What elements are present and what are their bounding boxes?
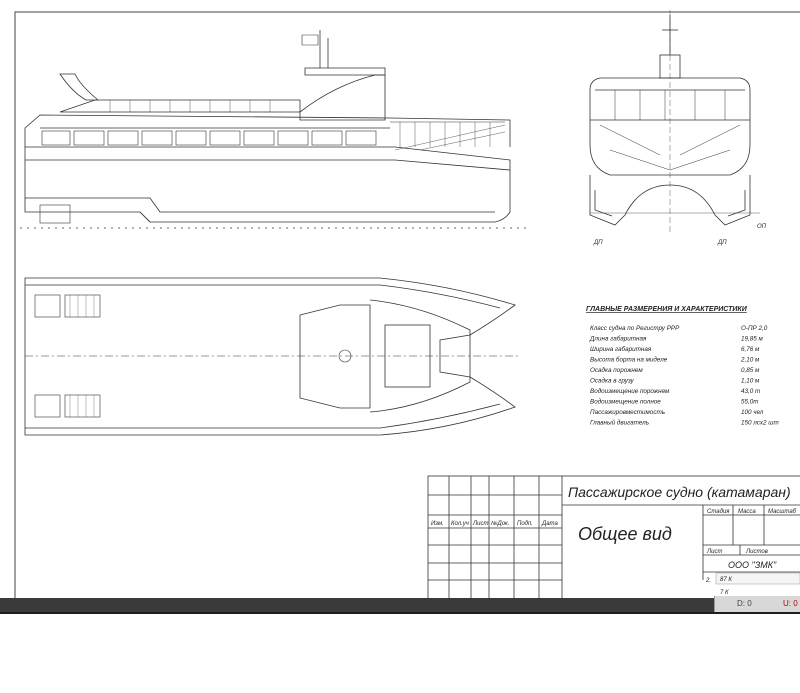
sheet-label: Лист (706, 549, 722, 555)
spec-label: Водоизмещение порожнем (590, 387, 670, 395)
side-view (20, 30, 530, 229)
status-u-value: U: 0 (783, 599, 798, 608)
sheets-label: Листов (745, 549, 768, 555)
status-bar (0, 598, 800, 614)
project-title: Пассажирское судно (катамаран) (568, 484, 791, 500)
status-d-value: D: 0 (737, 599, 752, 608)
rev-header: Лист (472, 521, 488, 527)
spec-label: Осадка в грузу (590, 377, 635, 385)
rev-header: Изм. (431, 521, 444, 527)
spec-label: Ширина габаритная (590, 345, 652, 353)
rev-header: Дата (541, 521, 558, 527)
sheet-frame (14, 11, 800, 600)
spec-label: Главный двигатель (590, 419, 649, 427)
status-panel: D: 0 U: 0 (714, 596, 800, 612)
col-stage: Стадия (707, 509, 730, 515)
spec-value: 19,85 м (741, 336, 764, 343)
col-scale: Масштаб (768, 509, 797, 515)
title-block (427, 475, 800, 600)
spec-value: 55,0т (741, 399, 759, 406)
waterline-label-right: ОП (757, 224, 767, 230)
ship-drawing: ДП ДП ОП ГЛАВНЫЕ РАЗМЕРЕНИЯ И ХАРАКТЕРИС… (14, 10, 800, 600)
spec-value: 6,76 м (741, 346, 760, 353)
rev-header: Подп. (517, 521, 533, 527)
spec-label: Длина габаритная (589, 335, 647, 343)
spec-value: 150 лсх2 шт (741, 420, 779, 427)
tooltip-row1: 87 К (720, 577, 732, 583)
spec-value: 100 чел (741, 409, 764, 416)
plan-view (24, 277, 520, 436)
spec-value: 1,10 м (741, 378, 760, 385)
specs-table: ГЛАВНЫЕ РАЗМЕРЕНИЯ И ХАРАКТЕРИСТИКИ Клас… (586, 306, 779, 427)
front-view (589, 10, 760, 235)
rev-header: №Док. (491, 520, 510, 527)
blank-area (0, 614, 800, 693)
col-mass: Масса (738, 509, 756, 515)
rev-header: Кол.уч (451, 521, 469, 527)
spec-label: Класс судна по Регистру РРР (590, 324, 680, 332)
drawing-name: Общее вид (578, 524, 672, 544)
spec-value: 2,10 м (740, 357, 760, 364)
spec-label: Осадка порожнем (590, 366, 643, 374)
spec-label: Высота борта на миделе (590, 356, 668, 364)
spec-label: Пассажировместимость (590, 409, 665, 416)
specs-heading: ГЛАВНЫЕ РАЗМЕРЕНИЯ И ХАРАКТЕРИСТИКИ (586, 306, 748, 313)
spec-value: 0,85 м (741, 367, 760, 374)
spec-value: О-ПР 2,0 (741, 325, 768, 332)
tooltip-prefix: 2. (705, 578, 711, 584)
waterline-label-left: ДП (593, 240, 603, 246)
tooltip-box (715, 572, 800, 585)
organization: ООО "ЗМК" (728, 560, 777, 570)
spec-label: Водоизмещение полное (590, 398, 661, 406)
waterline-label-mid: ДП (717, 240, 727, 246)
spec-value: 43,0 т (741, 388, 760, 395)
tooltip-row2: 7 К (720, 590, 729, 596)
